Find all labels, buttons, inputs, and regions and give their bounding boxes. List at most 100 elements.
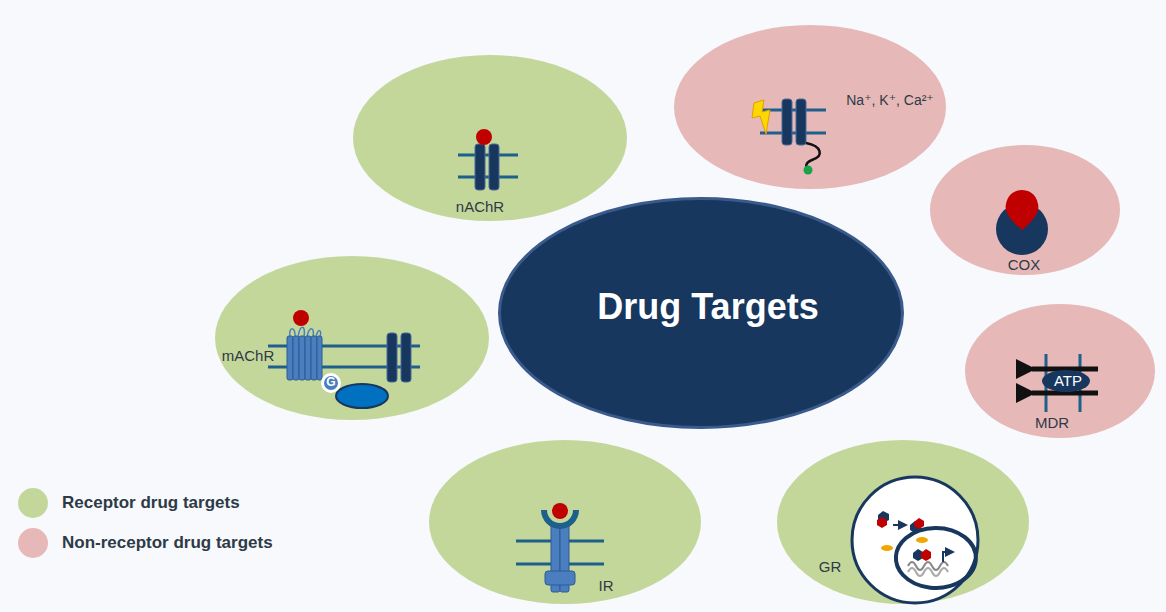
machr-gpcr-part xyxy=(268,345,420,348)
target-ellipse: Na⁺, K⁺, Ca²⁺ xyxy=(674,25,946,189)
ellipse-shape xyxy=(429,440,701,604)
glucocorticoid-receptor-part xyxy=(881,545,893,551)
glucocorticoid-receptor-part xyxy=(877,517,887,528)
glucocorticoid-receptor-part xyxy=(852,477,978,603)
legend-item: Receptor drug targets xyxy=(18,488,240,518)
machr-gpcr-part xyxy=(299,336,305,380)
machr-gpcr-part xyxy=(305,336,311,380)
insulin-receptor-part xyxy=(516,563,604,566)
machr-gpcr-part xyxy=(293,336,299,380)
node-label: mAChR xyxy=(222,348,275,365)
insulin-receptor-part xyxy=(545,571,575,585)
ellipse-outline xyxy=(215,256,489,420)
mdr-pump-part xyxy=(1032,391,1098,396)
nachr-channel xyxy=(458,129,518,190)
inner-node: ATP xyxy=(1042,370,1090,392)
ion-channel-part xyxy=(760,132,826,135)
cox-enzyme xyxy=(996,190,1048,255)
ion-channel xyxy=(752,99,826,175)
ellipse-shape xyxy=(777,440,1029,604)
machr-gpcr-part xyxy=(317,336,322,380)
machr-gpcr-part xyxy=(336,384,388,408)
ellipse-outline xyxy=(429,440,701,604)
ellipse-shape xyxy=(674,25,946,189)
target-ellipse: MDR ATP xyxy=(965,304,1155,438)
glucocorticoid-receptor-part xyxy=(893,524,906,526)
glucocorticoid-receptor-part xyxy=(908,568,948,576)
legend-swatch xyxy=(18,488,48,518)
insulin-receptor-part xyxy=(560,524,569,592)
machr-gpcr xyxy=(268,310,420,408)
node-label: Na⁺, K⁺, Ca²⁺ xyxy=(846,93,934,108)
glucocorticoid-receptor-part xyxy=(943,552,953,562)
target-ellipse: COX xyxy=(930,145,1120,275)
inner-node: G xyxy=(321,373,341,393)
glucocorticoid-receptor-part xyxy=(914,518,924,529)
glucocorticoid-receptor-part xyxy=(921,549,931,561)
target-ellipse: mAChR G xyxy=(215,256,489,420)
node-label: COX xyxy=(1008,257,1041,274)
ellipse-outline xyxy=(777,440,1029,604)
legend-swatch xyxy=(18,528,48,558)
insulin-receptor xyxy=(516,503,604,592)
ellipse-shape xyxy=(965,304,1155,438)
ion-channel-part xyxy=(760,109,826,112)
legend-item: Non-receptor drug targets xyxy=(18,528,273,558)
mdr-pump-part xyxy=(1079,354,1082,412)
insulin-receptor-part xyxy=(541,510,579,529)
ellipse-shape xyxy=(323,375,340,392)
node-label: IR xyxy=(599,578,614,595)
nachr-channel-part xyxy=(458,176,518,179)
insulin-receptor-part xyxy=(516,540,604,543)
center-title: Drug Targets xyxy=(597,287,818,327)
node-label: G xyxy=(326,376,335,389)
glucocorticoid-receptor-part xyxy=(896,528,976,588)
glucocorticoid-receptor-part xyxy=(908,562,948,570)
cox-enzyme-part xyxy=(996,203,1048,255)
ion-channel-part xyxy=(782,99,792,145)
machr-gpcr-part xyxy=(311,336,317,380)
legend-label: Non-receptor drug targets xyxy=(62,533,273,553)
machr-gpcr-part xyxy=(293,310,309,326)
glucocorticoid-receptor xyxy=(852,477,978,603)
target-ellipse: IR xyxy=(429,440,701,604)
glucocorticoid-receptor-part xyxy=(878,511,889,523)
mdr-pump-part xyxy=(1032,367,1098,372)
nachr-channel-part xyxy=(476,129,492,145)
node-label: GR xyxy=(819,559,842,576)
insulin-receptor-part xyxy=(552,503,568,519)
ion-channel-part xyxy=(804,166,813,175)
ellipse-shape xyxy=(930,145,1120,275)
ellipse-shape xyxy=(353,55,627,221)
target-ellipse: Drug Targets xyxy=(498,197,904,429)
ellipse-outline xyxy=(930,145,1120,275)
machr-gpcr-part xyxy=(401,333,411,382)
glucocorticoid-receptor-part xyxy=(913,549,923,561)
machr-gpcr-part xyxy=(268,366,420,369)
nachr-channel-part xyxy=(489,144,499,190)
mdr-pump-part xyxy=(1045,354,1048,412)
target-ellipse: GR xyxy=(777,440,1029,604)
mdr-pump xyxy=(1032,354,1098,412)
ellipse-shape xyxy=(500,199,903,428)
glucocorticoid-receptor-part xyxy=(916,537,928,543)
node-label: ATP xyxy=(1054,373,1082,390)
node-label: nAChR xyxy=(456,199,504,216)
ellipse-shape xyxy=(215,256,489,420)
insulin-receptor-part xyxy=(551,524,560,592)
node-label: MDR xyxy=(1035,415,1069,432)
ion-channel-part xyxy=(796,99,806,145)
legend-label: Receptor drug targets xyxy=(62,493,240,513)
cox-enzyme-part xyxy=(1006,190,1039,230)
machr-gpcr-part xyxy=(287,336,293,380)
target-ellipse: nAChR xyxy=(353,55,627,221)
nachr-channel-part xyxy=(475,144,485,190)
nachr-channel-part xyxy=(458,154,518,157)
ion-channel-part xyxy=(806,143,820,170)
ion-channel-part xyxy=(752,100,770,134)
machr-gpcr-part xyxy=(387,333,397,382)
ellipse-outline xyxy=(353,55,627,221)
glucocorticoid-receptor-part xyxy=(910,521,921,533)
